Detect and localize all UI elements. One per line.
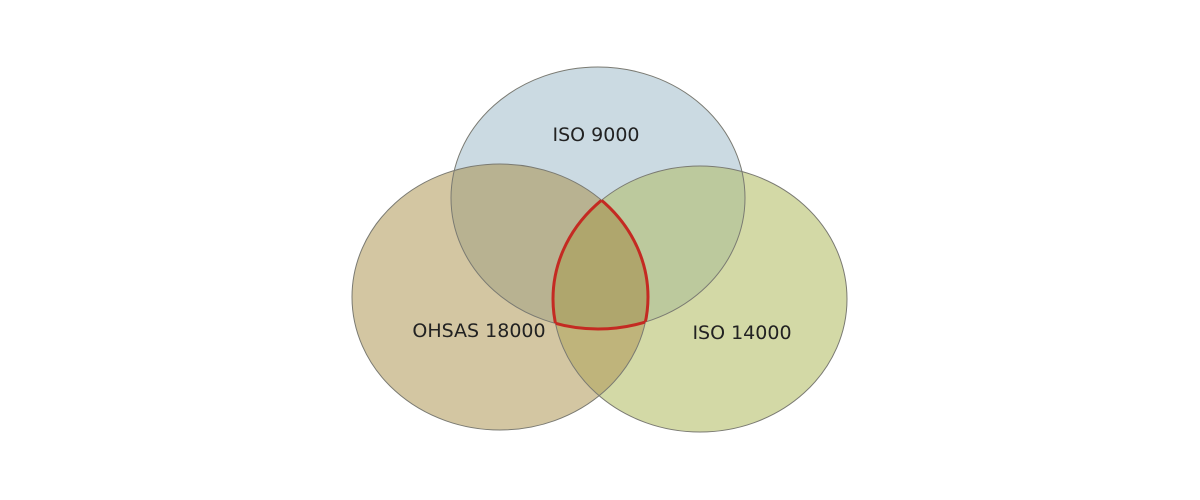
label-iso-14000: ISO 14000	[692, 322, 791, 344]
overlap-center	[553, 166, 648, 329]
label-ohsas-18000: OHSAS 18000	[412, 320, 545, 342]
label-iso-9000: ISO 9000	[552, 124, 639, 146]
center-highlight	[551, 164, 650, 331]
